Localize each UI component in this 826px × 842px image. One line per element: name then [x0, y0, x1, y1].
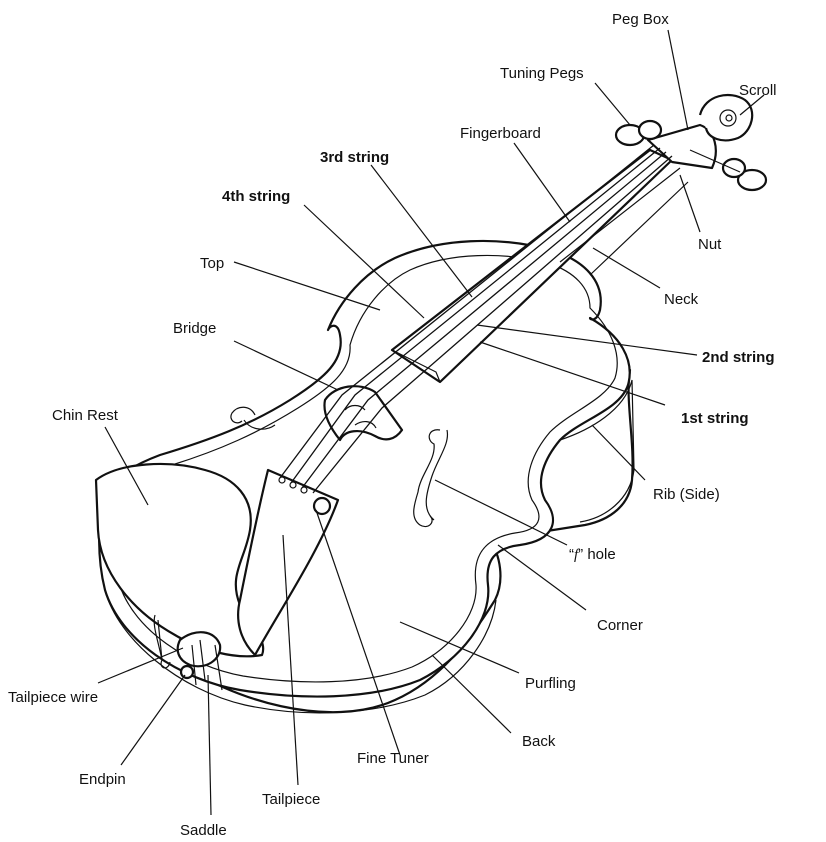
tuning-peg-4 — [721, 157, 747, 179]
label-f-hole: “f” hole — [569, 546, 616, 563]
bridge — [323, 385, 404, 442]
label-1st-string: 1st string — [681, 410, 749, 427]
neck — [559, 167, 689, 276]
rib-line — [559, 379, 635, 523]
label-rib-side: Rib (Side) — [653, 486, 720, 503]
string-3 — [290, 147, 661, 484]
string-2 — [301, 151, 667, 489]
label-fingerboard: Fingerboard — [460, 125, 541, 142]
purfling-line — [113, 254, 618, 683]
tuning-peg-2 — [637, 119, 663, 141]
label-purfling: Purfling — [525, 675, 576, 692]
label-peg-box: Peg Box — [612, 11, 669, 28]
saddle — [176, 631, 222, 668]
label-tuning-pegs: Tuning Pegs — [500, 65, 584, 82]
endpin — [179, 664, 195, 680]
label-3rd-string: 3rd string — [320, 149, 389, 166]
label-4th-string: 4th string — [222, 188, 290, 205]
chin-rest — [94, 462, 265, 658]
peg-box — [646, 123, 717, 170]
label-chin-rest: Chin Rest — [52, 407, 119, 424]
string-1 — [312, 155, 673, 494]
label-tailpiece: Tailpiece — [262, 791, 320, 808]
label-fine-tuner: Fine Tuner — [357, 750, 429, 767]
label-2nd-string: 2nd string — [702, 349, 775, 366]
violin-body — [94, 93, 768, 714]
fine-tuner-knob — [312, 496, 332, 516]
f-hole-left — [230, 406, 276, 430]
label-neck: Neck — [664, 291, 699, 308]
label-f-hole-rest: ” hole — [578, 546, 616, 563]
leader-lines — [97, 29, 765, 816]
label-bridge: Bridge — [173, 320, 216, 337]
tailpiece — [237, 468, 340, 657]
label-scroll: Scroll — [739, 82, 777, 99]
f-hole-right — [413, 429, 449, 528]
label-tailpiece-wire: Tailpiece wire — [8, 689, 98, 706]
string-4 — [279, 144, 655, 479]
rib-line-lower — [104, 589, 497, 714]
labels: Peg Box Scroll Tuning Pegs Fingerboard 3… — [8, 11, 777, 839]
label-back: Back — [522, 733, 556, 750]
label-endpin: Endpin — [79, 771, 126, 788]
tuning-peg-3 — [736, 168, 768, 192]
label-top: Top — [200, 255, 224, 272]
label-f-hole-f: f — [574, 547, 580, 563]
label-nut: Nut — [698, 236, 722, 253]
label-corner: Corner — [597, 617, 643, 634]
label-saddle: Saddle — [180, 822, 227, 839]
